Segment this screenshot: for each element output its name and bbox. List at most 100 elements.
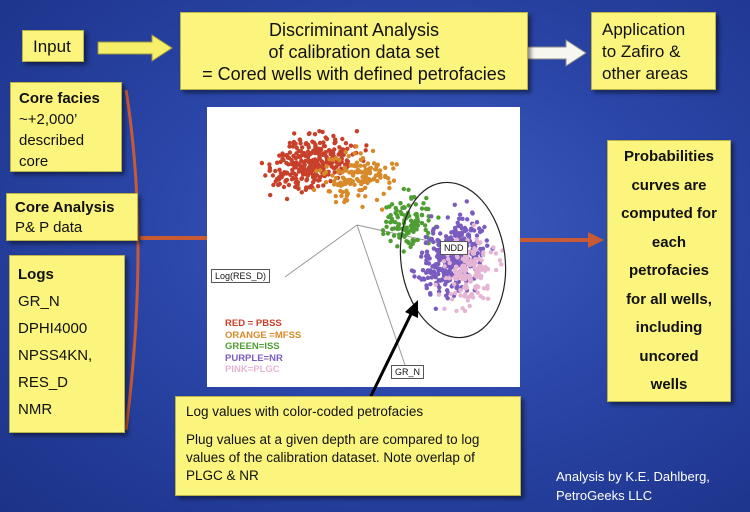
- scatter-point: [363, 194, 368, 199]
- core-facies-line-3: core: [19, 153, 49, 170]
- scatter-point: [443, 282, 448, 287]
- scatter-point: [420, 268, 426, 273]
- scatter-point: [332, 141, 337, 146]
- scatter-point: [410, 237, 415, 243]
- legend-item-purple: PURPLE=NR: [225, 352, 283, 364]
- scatter-point: [462, 308, 468, 314]
- scatter-point: [472, 265, 477, 271]
- scatter-point: [363, 185, 368, 190]
- scatter-point: [293, 180, 298, 185]
- scatter-point: [326, 189, 331, 194]
- discriminant-line-2: of calibration data set: [268, 42, 440, 62]
- logs-title: Logs: [18, 266, 54, 283]
- scatter-point: [414, 214, 420, 219]
- scatter-point: [353, 163, 358, 168]
- scatter-point: [310, 139, 315, 144]
- scatter-point: [280, 151, 285, 156]
- scatter-point: [280, 156, 285, 161]
- scatter-point: [322, 171, 327, 176]
- scatter-point: [299, 158, 304, 163]
- logs-item: NMR: [18, 401, 53, 418]
- scatter-point: [362, 163, 367, 168]
- core-analysis-line-1: P& P data: [15, 219, 83, 236]
- scatter-point: [429, 214, 434, 219]
- scatter-point: [433, 282, 438, 287]
- scatter-point: [469, 226, 474, 231]
- core-analysis-box: Core Analysis P& P data: [6, 193, 138, 241]
- scatter-point: [331, 133, 336, 139]
- scatter-point: [426, 206, 431, 212]
- scatter-point: [485, 283, 490, 288]
- scatter-point: [314, 168, 319, 174]
- scatter-point: [485, 243, 490, 248]
- scatter-point: [447, 260, 452, 266]
- scatter-point: [336, 170, 341, 175]
- scatter-point: [329, 149, 335, 154]
- scatter-point: [306, 131, 312, 137]
- scatter-point: [330, 157, 336, 162]
- scatter-point: [343, 197, 348, 202]
- scatter-point: [300, 145, 305, 150]
- scatter-point: [473, 247, 478, 253]
- scatter-point: [290, 144, 296, 149]
- ndd-axis-label: NDD: [440, 241, 468, 255]
- scatter-point: [470, 241, 475, 247]
- scatter-point: [291, 153, 296, 159]
- legend-item-green: GREEN=ISS: [225, 341, 280, 352]
- scatter-point: [401, 249, 406, 254]
- scatter-point: [423, 223, 428, 228]
- scatter-point: [337, 145, 342, 150]
- scatter-point: [352, 182, 357, 187]
- scatter-point: [287, 140, 293, 146]
- scatter-point: [284, 177, 290, 183]
- scatter-point: [464, 256, 470, 261]
- scatter-point: [299, 190, 304, 195]
- scatter-point: [463, 294, 468, 299]
- scatter-point: [423, 240, 428, 246]
- probabilities-line: uncored: [639, 347, 699, 365]
- scatter-point: [286, 162, 291, 167]
- scatter-point: [372, 176, 377, 181]
- scatter-point: [438, 231, 443, 236]
- scatter-point: [406, 240, 412, 246]
- scatter-point: [267, 168, 272, 173]
- scatter-point: [267, 162, 272, 167]
- scatter-point: [464, 273, 470, 279]
- scatter-point: [315, 173, 320, 178]
- scatter-point: [481, 252, 486, 258]
- scatter-point: [455, 255, 460, 260]
- probabilities-box: Probabilities curves are computed for ea…: [607, 140, 731, 402]
- scatter-point: [332, 182, 337, 187]
- scatter-point: [384, 224, 389, 229]
- probabilities-line: curves are: [631, 176, 707, 194]
- scatter-point: [338, 180, 343, 185]
- core-facies-line-1: ~+2,000’: [19, 111, 78, 128]
- scatter-point: [454, 233, 459, 239]
- scatter-point: [287, 144, 292, 149]
- scatter-point: [297, 154, 303, 159]
- scatter-point: [419, 206, 425, 211]
- scatter-point: [456, 216, 462, 221]
- core-facies-box: Core facies ~+2,000’ described core: [10, 82, 122, 172]
- scatter-point: [459, 273, 464, 279]
- probabilities-line: wells: [650, 376, 688, 393]
- scatter-point: [315, 184, 321, 189]
- scatter-point: [389, 161, 395, 166]
- scatter-point: [312, 158, 317, 163]
- scatter-point: [391, 178, 397, 183]
- scatter-point: [375, 162, 380, 167]
- scatter-point: [356, 193, 361, 198]
- scatter-point: [340, 175, 346, 180]
- scatter-point: [273, 168, 278, 174]
- scatter-point: [344, 158, 350, 163]
- scatter-point: [457, 212, 463, 217]
- scatter-point: [287, 150, 293, 155]
- scatter-point: [358, 157, 363, 162]
- scatter-point: [484, 238, 489, 243]
- scatter-point: [423, 227, 428, 233]
- scatter-point: [424, 254, 429, 259]
- scatter-point: [436, 238, 441, 243]
- discriminant-line-1: Discriminant Analysis: [268, 20, 440, 40]
- scatter-point: [381, 231, 386, 237]
- scatter-point: [363, 148, 368, 153]
